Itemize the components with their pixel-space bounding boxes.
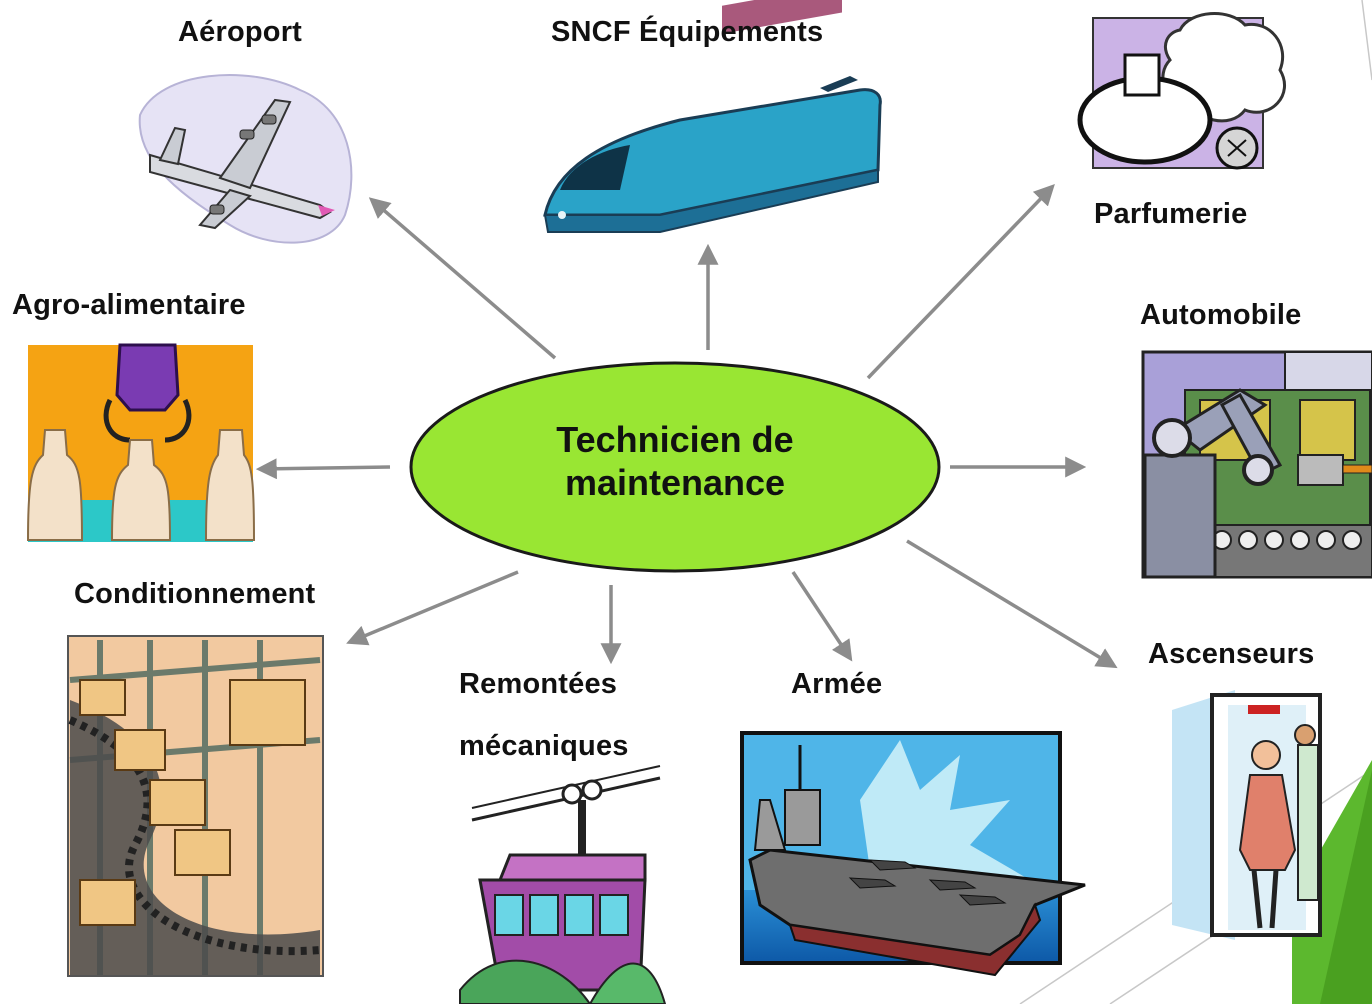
label-ascenseurs: Ascenseurs — [1148, 638, 1315, 670]
agro-bottles-icon — [26, 343, 256, 542]
label-parfumerie: Parfumerie — [1094, 198, 1248, 230]
arrow-to-parfumerie — [866, 183, 1055, 380]
conveyor-boxes-icon — [67, 635, 324, 977]
label-remontees-line1: Remontées — [459, 668, 618, 700]
arrow-to-armee — [791, 571, 853, 662]
arrow-to-agro — [255, 458, 391, 480]
center-title: Technicien de maintenance — [440, 418, 910, 504]
airplane-icon — [138, 74, 353, 244]
center-ellipse — [409, 361, 941, 573]
perfume-icon — [1077, 12, 1287, 170]
connector-arrows — [255, 183, 1118, 669]
center-title-line1: Technicien de — [556, 419, 794, 460]
cable-car-icon — [459, 765, 667, 1004]
label-armee: Armée — [791, 668, 883, 700]
aircraft-carrier-icon — [740, 731, 1086, 977]
arrow-to-aeroport — [368, 197, 557, 360]
label-conditionnement: Conditionnement — [74, 578, 316, 610]
elevator-gate-icon — [1172, 690, 1322, 940]
train-icon — [543, 0, 882, 233]
slide-accent-decoration — [1019, 0, 1372, 1004]
label-aeroport: Aéroport — [178, 16, 303, 48]
label-sncf: SNCF Équipements — [551, 16, 824, 48]
arrow-to-conditionnement — [346, 570, 519, 646]
center-title-line2: maintenance — [564, 462, 786, 503]
robot-arm-icon — [1141, 350, 1372, 579]
label-remontees-line2: mécaniques — [459, 730, 629, 762]
label-automobile: Automobile — [1140, 299, 1302, 331]
arrow-to-ascenseurs — [906, 539, 1118, 669]
label-agro: Agro-alimentaire — [12, 289, 246, 321]
